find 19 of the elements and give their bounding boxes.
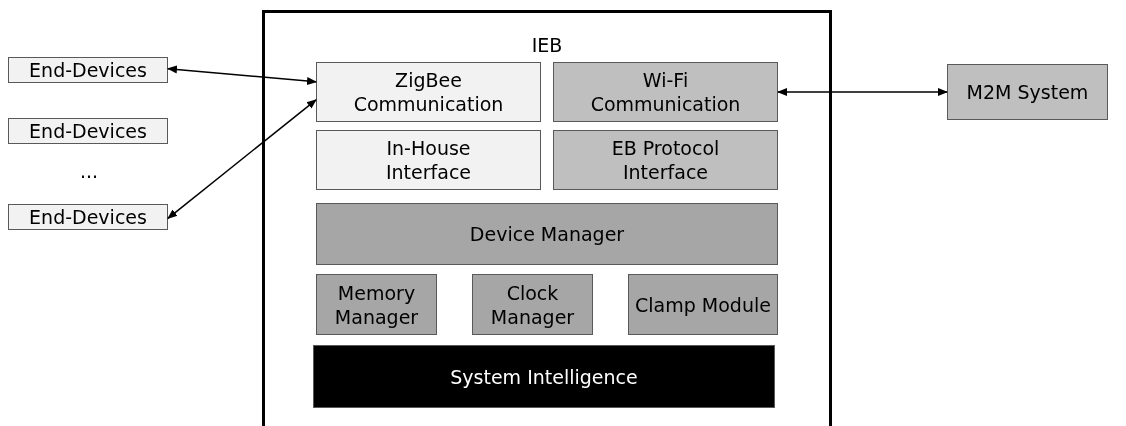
ellipsis-text: ... (80, 160, 99, 182)
module-box: ZigBee Communication (316, 62, 541, 122)
module-box: Wi-Fi Communication (553, 62, 778, 122)
module-box: Memory Manager (316, 274, 437, 335)
module-box: In-House Interface (316, 130, 541, 190)
module-box: Clamp Module (628, 274, 778, 335)
module-box: Clock Manager (472, 274, 593, 335)
arrow (167, 99, 317, 220)
device-box: End-Devices (8, 204, 168, 230)
module-box: EB Protocol Interface (553, 130, 778, 190)
system-box: System Intelligence (313, 345, 775, 408)
device-box: M2M System (947, 64, 1108, 120)
container-box (262, 10, 832, 426)
container-title: IEB (531, 33, 563, 57)
device-box: End-Devices (8, 118, 168, 144)
arrow (777, 88, 948, 96)
module-box: Device Manager (316, 203, 778, 265)
device-box: End-Devices (8, 57, 168, 83)
arrow (167, 65, 317, 85)
